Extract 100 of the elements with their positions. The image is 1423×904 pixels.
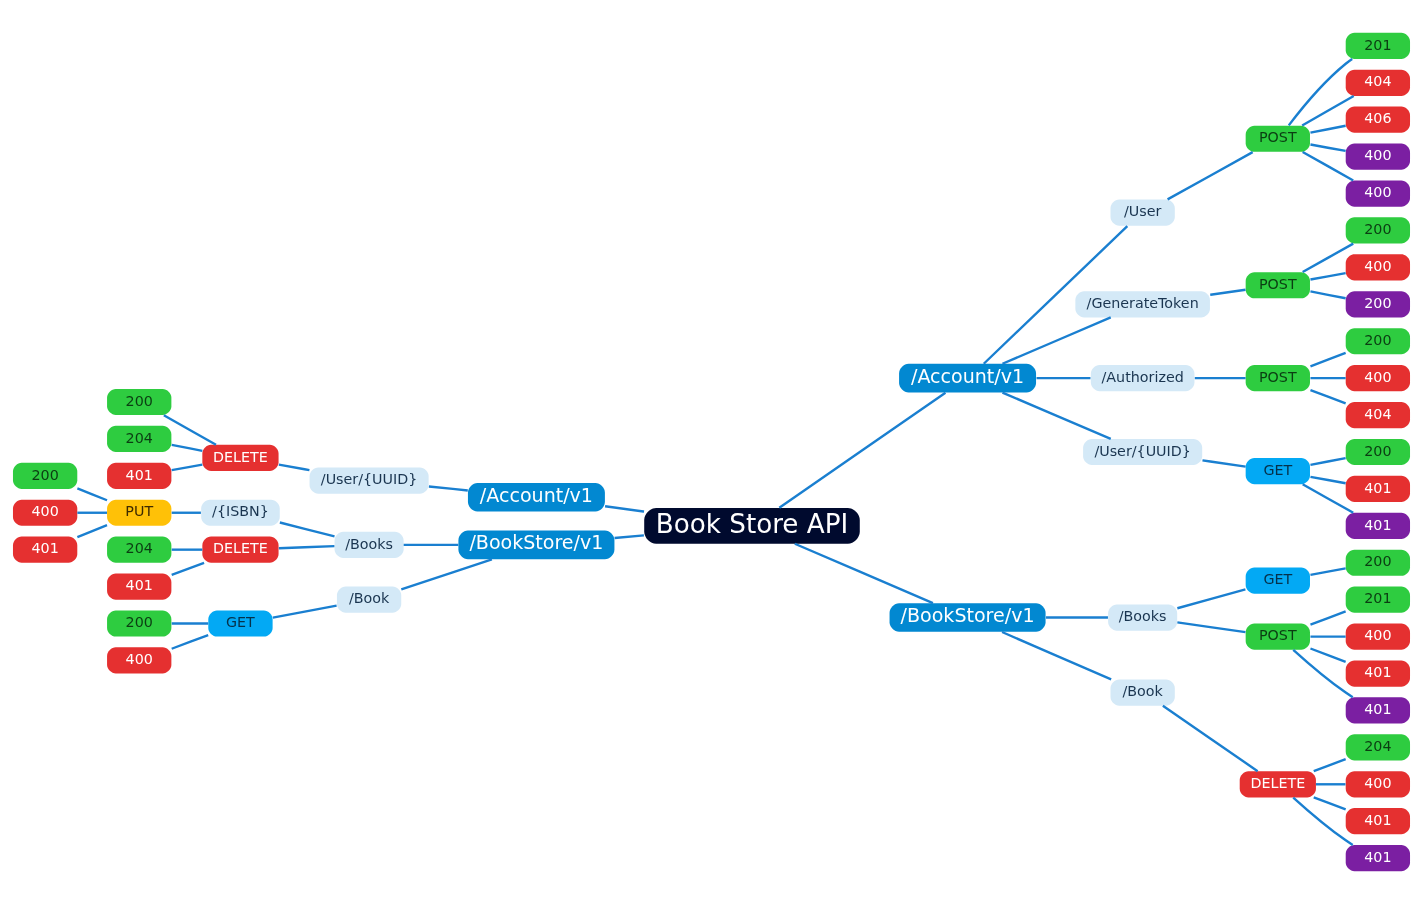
node-box: 401 <box>1345 845 1411 872</box>
node-box: 200 <box>1345 217 1411 244</box>
connector <box>1002 391 1112 440</box>
node-box: 401 <box>1345 475 1411 502</box>
node-box: 200 <box>1345 438 1411 466</box>
connector <box>1310 388 1347 405</box>
connector <box>1310 635 1346 638</box>
connector <box>1315 783 1346 786</box>
connector <box>1310 456 1346 467</box>
node-box: /BookStore/v1 <box>889 603 1046 632</box>
connector <box>1292 796 1354 846</box>
node-box: 400 <box>1345 365 1411 392</box>
connector <box>163 414 217 446</box>
connector <box>794 542 934 605</box>
connector <box>171 548 203 551</box>
connector <box>1162 704 1259 773</box>
node-box: 400 <box>12 499 78 526</box>
node-box: 201 <box>1345 586 1411 613</box>
connector <box>1001 630 1112 681</box>
connector <box>278 544 335 550</box>
connector <box>1177 621 1246 634</box>
node-box: GET <box>1245 457 1310 485</box>
connector <box>1202 459 1246 468</box>
connector <box>171 463 203 472</box>
node-box: 401 <box>107 462 172 489</box>
connector <box>171 622 209 625</box>
node-box: GET <box>1245 567 1310 594</box>
node-box: DELETE <box>202 444 279 472</box>
node-box: 404 <box>1345 402 1411 429</box>
connector <box>778 391 947 509</box>
connector <box>1310 610 1347 626</box>
node-box: /{ISBN} <box>201 499 280 526</box>
connector <box>171 443 203 452</box>
connector <box>1302 483 1354 514</box>
node-box: 204 <box>107 425 172 452</box>
connector <box>614 534 644 540</box>
connector <box>1310 124 1346 134</box>
connector <box>1313 758 1347 773</box>
connector <box>1002 316 1112 365</box>
node-box: /Account/v1 <box>899 363 1037 393</box>
connector <box>1310 376 1346 380</box>
node-box: 204 <box>1345 734 1411 761</box>
connector <box>1036 376 1091 380</box>
node-box: 400 <box>1345 143 1411 170</box>
node-box: 200 <box>12 462 78 489</box>
connector <box>1310 647 1347 663</box>
connector <box>1167 151 1254 201</box>
connector <box>1310 271 1346 281</box>
connector <box>1177 588 1246 610</box>
connector <box>171 511 201 514</box>
node-box: 401 <box>12 536 78 563</box>
node-box: 400 <box>1345 623 1411 650</box>
node-box: 200 <box>1345 291 1411 318</box>
node-box: 401 <box>1345 808 1411 835</box>
connector <box>982 225 1129 365</box>
node-box: POST <box>1245 365 1310 392</box>
node-box: 401 <box>1345 697 1411 724</box>
node-box: /User <box>1110 199 1175 226</box>
connector <box>1301 94 1355 127</box>
node-box: 200 <box>107 388 172 416</box>
connector <box>278 463 310 472</box>
node-box: 400 <box>107 647 172 674</box>
connector <box>1310 475 1346 485</box>
node-box: 401 <box>107 573 172 600</box>
node-box: Book Store API <box>644 508 860 544</box>
connector <box>1287 58 1353 127</box>
connector <box>1310 567 1346 577</box>
node-box: DELETE <box>202 536 279 563</box>
connector <box>1310 351 1347 368</box>
connector <box>403 543 459 547</box>
node-box: /GenerateToken <box>1075 291 1210 318</box>
connector <box>1310 290 1346 300</box>
node-box: /Books <box>334 531 404 558</box>
connector <box>1302 151 1354 182</box>
node-box: 400 <box>1345 180 1411 207</box>
node-box: 400 <box>1345 254 1411 281</box>
connector <box>77 511 107 514</box>
node-box: PUT <box>107 499 172 526</box>
connector <box>1046 616 1108 619</box>
node-box: /BookStore/v1 <box>458 530 615 560</box>
connector <box>1310 143 1346 153</box>
node-box: /Authorized <box>1090 365 1195 392</box>
node-box: 401 <box>1345 660 1411 687</box>
connector <box>1194 376 1246 380</box>
connector <box>1313 796 1347 811</box>
connector <box>76 487 108 502</box>
connector <box>1292 648 1354 699</box>
node-box: GET <box>208 610 273 637</box>
node-box: DELETE <box>1239 771 1316 798</box>
connector <box>171 561 205 576</box>
node-box: 201 <box>1345 32 1411 59</box>
connector <box>428 485 468 492</box>
connector <box>171 634 209 650</box>
node-box: /User/{UUID} <box>309 467 429 494</box>
connector <box>1210 288 1246 296</box>
connector <box>1302 242 1354 274</box>
node-box: POST <box>1245 125 1310 152</box>
connector <box>604 505 645 513</box>
node-box: 400 <box>1345 771 1411 798</box>
node-box: 200 <box>1345 549 1411 576</box>
